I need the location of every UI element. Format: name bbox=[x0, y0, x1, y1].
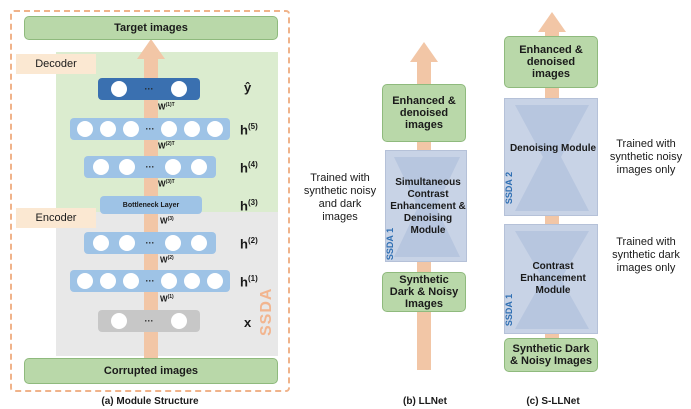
label-h5: h(5) bbox=[240, 122, 258, 138]
neuron bbox=[164, 235, 181, 251]
sllnet-denoise-box: Denoising Module SSDA 2 bbox=[504, 98, 598, 216]
neuron bbox=[119, 159, 136, 175]
ellipsis: ··· bbox=[144, 83, 154, 94]
sllnet-contrast-box: Contrast Enhancement Module SSDA 1 bbox=[504, 224, 598, 334]
weight-w2t: W(2)T bbox=[158, 141, 175, 151]
hourglass-shape bbox=[515, 231, 589, 329]
input-layer: ··· bbox=[98, 310, 200, 332]
weight-w1t: W(1)T bbox=[158, 102, 175, 112]
neuron bbox=[161, 121, 178, 137]
caption-c: (c) S-LLNet bbox=[526, 395, 580, 407]
neuron bbox=[93, 159, 110, 175]
ellipsis: ··· bbox=[145, 237, 155, 248]
llnet-arrow-head bbox=[410, 42, 438, 62]
neuron bbox=[171, 313, 188, 329]
ellipsis: ··· bbox=[145, 275, 155, 286]
hidden-layer-4: ··· bbox=[84, 156, 216, 178]
output-layer: ··· bbox=[98, 78, 200, 100]
weight-w3t: W(3)T bbox=[158, 179, 175, 189]
label-yhat: ŷ bbox=[244, 80, 252, 95]
ellipsis: ··· bbox=[144, 315, 154, 326]
llnet-training-note: Trained with synthetic noisy and dark im… bbox=[303, 172, 377, 223]
hourglass-shape bbox=[515, 105, 589, 211]
weight-w2: W(2) bbox=[160, 255, 174, 265]
hidden-layer-5: ··· bbox=[70, 118, 230, 140]
sllnet-input-box: Synthetic Dark & Noisy Images bbox=[504, 338, 598, 372]
neuron bbox=[183, 273, 200, 289]
llnet-module-label: Simultaneous Contrast Enhancement & Deno… bbox=[390, 177, 466, 236]
ssda-dashed-border bbox=[10, 10, 290, 392]
hidden-layer-2: ··· bbox=[84, 232, 216, 254]
ssda-label: SSDA bbox=[258, 287, 275, 336]
contrast-module-label: Contrast Enhancement Module bbox=[520, 261, 586, 296]
label-h2: h(2) bbox=[240, 236, 258, 252]
ssda1-tag: SSDA 1 bbox=[504, 293, 515, 327]
llnet-module-box: Simultaneous Contrast Enhancement & Deno… bbox=[385, 150, 467, 262]
neuron bbox=[100, 273, 117, 289]
neuron bbox=[206, 121, 223, 137]
caption-b: (b) LLNet bbox=[403, 395, 447, 407]
ellipsis: ··· bbox=[145, 161, 155, 172]
label-x: x bbox=[244, 315, 252, 330]
neuron bbox=[161, 273, 178, 289]
neuron bbox=[110, 81, 127, 97]
bottleneck-label: Bottleneck Layer bbox=[122, 201, 180, 209]
hidden-layer-1: ··· bbox=[70, 270, 230, 292]
ellipsis: ··· bbox=[145, 123, 155, 134]
denoise-module-label: Denoising Module bbox=[509, 143, 597, 154]
neuron bbox=[183, 121, 200, 137]
weight-w1: W(1) bbox=[160, 294, 174, 304]
label-h1: h(1) bbox=[240, 274, 258, 290]
neuron bbox=[206, 273, 223, 289]
label-h3: h(3) bbox=[240, 198, 258, 214]
neuron bbox=[119, 235, 136, 251]
neuron bbox=[171, 81, 188, 97]
neuron bbox=[122, 273, 139, 289]
neuron bbox=[77, 273, 94, 289]
encoder-label: Encoder bbox=[16, 208, 96, 228]
label-h4: h(4) bbox=[240, 160, 258, 176]
neuron bbox=[110, 313, 127, 329]
neuron bbox=[77, 121, 94, 137]
neuron bbox=[93, 235, 110, 251]
target-images-box: Target images bbox=[24, 16, 278, 40]
contrast-training-note: Trained with synthetic dark images only bbox=[612, 236, 680, 274]
llnet-ssda-tag: SSDA 1 bbox=[385, 227, 396, 261]
bottleneck-layer: Bottleneck Layer bbox=[100, 196, 202, 214]
ssda2-tag: SSDA 2 bbox=[504, 171, 515, 205]
neuron bbox=[190, 159, 207, 175]
flow-arrow-head bbox=[137, 39, 165, 59]
caption-a: (a) Module Structure bbox=[101, 395, 199, 407]
corrupted-images-box: Corrupted images bbox=[24, 358, 278, 384]
llnet-output-box: Enhanced & denoised images bbox=[382, 84, 466, 142]
hourglass-shape bbox=[394, 157, 460, 257]
neuron bbox=[100, 121, 117, 137]
neuron bbox=[164, 159, 181, 175]
neuron bbox=[190, 235, 207, 251]
decoder-label: Decoder bbox=[16, 54, 96, 74]
llnet-input-box: Synthetic Dark & Noisy Images bbox=[382, 272, 466, 312]
weight-w3: W(3) bbox=[160, 216, 174, 226]
sllnet-arrow-head bbox=[538, 12, 566, 32]
neuron bbox=[122, 121, 139, 137]
panel-a: Decoder Encoder Target images Corrupted … bbox=[10, 10, 290, 392]
denoise-training-note: Trained with synthetic noisy images only bbox=[609, 138, 683, 176]
sllnet-output-box: Enhanced & denoised images bbox=[504, 36, 598, 88]
